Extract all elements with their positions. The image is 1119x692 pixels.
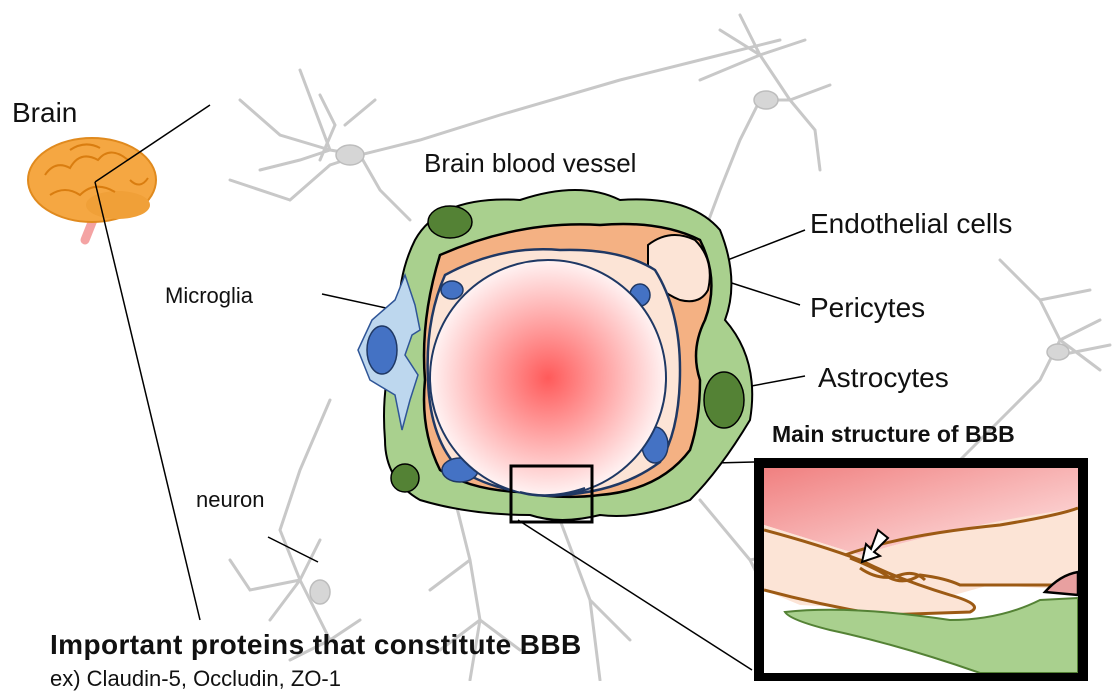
bbb-inset	[759, 463, 1083, 678]
brain-label: Brain	[12, 97, 77, 129]
proteins-title: Important proteins that constitute BBB	[50, 629, 582, 661]
neuron-label: neuron	[196, 487, 265, 513]
vessel-lumen	[430, 260, 666, 496]
microglia-label: Microglia	[165, 283, 253, 309]
bbb-structure-label: Main structure of BBB	[772, 421, 1015, 448]
pericytes-label: Pericytes	[810, 292, 925, 324]
endothelial-label: Endothelial cells	[810, 208, 1012, 240]
microglia-nucleus	[367, 326, 397, 374]
vessel-label: Brain blood vessel	[424, 148, 636, 179]
astrocytes-label: Astrocytes	[818, 362, 949, 394]
proteins-examples: ex) Claudin-5, Occludin, ZO-1	[50, 666, 341, 692]
